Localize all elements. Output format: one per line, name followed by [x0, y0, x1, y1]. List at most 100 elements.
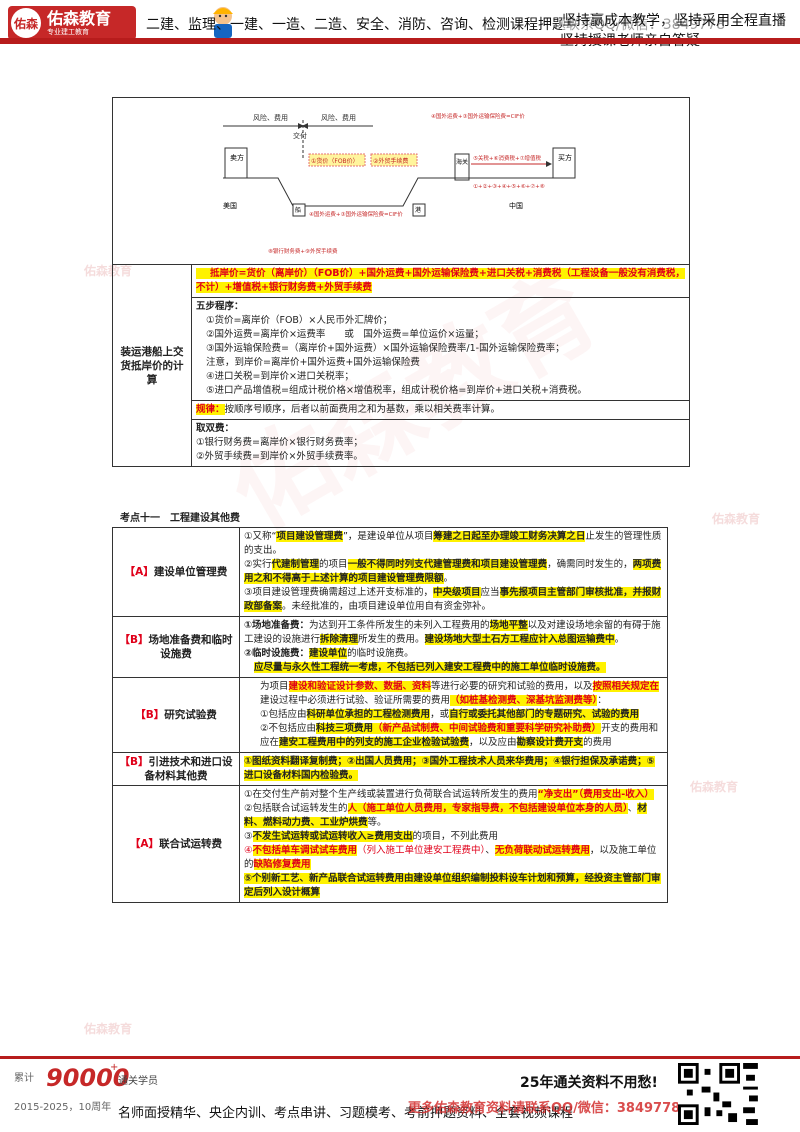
country-label: 中国: [509, 201, 523, 210]
cost-name: 研究试验费: [164, 709, 217, 721]
text: （新产品试制费、中间试验费和重要科学研究补助费）: [373, 723, 602, 734]
diagram-note: ⑤关税+⑥消费税+⑦增值税: [473, 154, 542, 162]
landed-price-formula: 抵岸价=货价（离岸价）（FOB价）+国外运费+国外运输保险费+进口关税+消费税（…: [196, 268, 685, 293]
text: 的费用: [583, 737, 612, 748]
text: 建安工程费用中的列支的施工企业检验试验费: [279, 737, 470, 748]
buyer-label: 买方: [558, 153, 572, 162]
text: ⑤个别新工艺、新产品联合试运转费用由建设单位组织编制投料设车计划和预算，经投资主…: [244, 873, 661, 898]
text: ①在交付生产前对整个生产线或装置进行负荷联合试运转所发生的费用: [244, 789, 538, 800]
text: 、: [485, 845, 495, 856]
footer-divider: [0, 1056, 800, 1059]
text: 建设场地大型土石方工程应计入总图运输费中: [424, 634, 615, 645]
cost-label-cell: 【B】研究试验费: [112, 677, 240, 753]
text: 止发生的管理性质的支出。: [244, 531, 662, 556]
ship-label: 船: [295, 206, 301, 214]
level-tag: 【A】: [129, 838, 160, 850]
header-divider: [0, 38, 800, 44]
text: 的项目，不列此费用: [412, 831, 499, 842]
text: ②实行: [244, 559, 272, 570]
double-fee-item: ①银行财务费=离岸价×银行财务费率；: [196, 437, 363, 448]
logo-mark: 佑森: [11, 8, 41, 38]
diagram-note: ④国外运费+③国外运输保险费=CIF价: [431, 112, 525, 120]
text: 缺陷修复费用: [253, 859, 311, 870]
text: ，或: [430, 709, 450, 720]
diagram-label: 风险、费用: [321, 113, 356, 122]
cost-detail-cell: ①场地准备费：为达到开工条件所发生的未列入工程费用的场地平整以及对建设场地余留的…: [239, 616, 668, 678]
text: 中央级项目: [433, 587, 481, 598]
text: 的临时设施费。: [347, 648, 414, 659]
text: ：: [597, 695, 607, 706]
row-label: 装运港船上交货抵岸价的计算: [112, 264, 192, 467]
text: 应当: [480, 587, 500, 598]
double-fee-item: ②外贸手续费=到岸价×外贸手续费率。: [196, 451, 363, 462]
text: 建设单位: [309, 648, 348, 659]
customs-label: 海关: [456, 158, 468, 166]
text: 、: [627, 803, 638, 814]
text: 承担的工程检测费用: [344, 709, 431, 720]
brand-logo: 佑森 佑森教育 专业建工教育: [8, 6, 136, 40]
text: ①又称“: [244, 531, 277, 542]
step-item: 注意，到岸价=离岸价+国外运费+国外运输保险费: [206, 357, 420, 368]
watermark-small: 佑森教育: [712, 512, 761, 526]
text: 以及对建设场地余留的有碍于施工建设的设施进行: [244, 620, 661, 645]
fee-box: ②外贸手续费: [373, 157, 408, 165]
cost-label-cell: 【A】建设单位管理费: [112, 527, 240, 617]
text: ③项目建设管理费确需超过上述开支标准的，: [244, 587, 434, 598]
text: 一般不得同时列支代建管理费和项目建设管理费: [347, 559, 548, 570]
seller-label: 卖方: [230, 153, 244, 162]
footer-courses: 名师面授精华、央企内训、考点串讲、习题模考、考前押题资料、全套视频课程: [118, 1106, 574, 1121]
cost-name: 建设单位管理费: [153, 566, 228, 578]
rule-cell: 规律：按顺序号顺序，后者以前面费用之和为基数，乘以相关费率计算。: [191, 400, 690, 420]
text: “净支出”（费用支出-收入）: [537, 789, 654, 800]
steps-cell: 五步程序： ①货价=离岸价（FOB）×人民币外汇牌价； ②国外运费=离岸价×运费…: [191, 297, 690, 401]
text: 筹建之日起至办理竣工财务决算之日: [433, 531, 586, 542]
cost-detail-cell: 为项目建设和验证设计参数、数据、资料等进行必要的研究和试验的费用，以及按照相关规…: [239, 677, 668, 753]
text: ”，是建设单位从项目: [342, 531, 434, 542]
footer-contact: 更多佑森教育资料请联系QQ/微信：3849778: [408, 1101, 681, 1116]
text: 开支的费用和应在: [260, 723, 659, 748]
cost-label-cell: 【B】场地准备费和临时设施费: [112, 616, 240, 678]
text: 。: [614, 634, 625, 645]
footer-stat-plus: +: [110, 1062, 119, 1073]
footer-stat-number: 90000: [46, 1064, 130, 1092]
cif-table: 风险、费用 交付 风险、费用 卖方 美国 船 港 ①货价（FOB价） ②外贸手续…: [112, 97, 690, 467]
text: 应尽量与永久性工程统一考虑，不包括已列入建安工程费中的施工单位临时设施费。: [254, 662, 606, 673]
diagram-note: ⑧银行财务费+⑨外贸手续费: [268, 247, 338, 255]
step-item: ①货价=离岸价（FOB）×人民币外汇牌价；: [206, 315, 393, 326]
text: 科技三项费用: [316, 723, 374, 734]
level-tag: 【B】: [119, 634, 149, 646]
port-label: 港: [415, 206, 421, 214]
text: 自行或委托其他部门的专题研究、试验的费用: [449, 709, 640, 720]
watermark-small: 佑森教育: [84, 1022, 133, 1036]
steps-title: 五步程序：: [196, 301, 244, 312]
double-fee-cell: 取双费： ①银行财务费=离岸价×银行财务费率； ②外贸手续费=到岸价×外贸手续费…: [191, 419, 690, 467]
text: ②不包括应由: [260, 723, 317, 734]
rule-label: 规律：: [196, 404, 225, 415]
import-flow-diagram: 风险、费用 交付 风险、费用 卖方 美国 船 港 ①货价（FOB价） ②外贸手续…: [112, 97, 690, 265]
diagram-label: 交付: [293, 131, 307, 140]
text: 。未经批准的，由项目建设单位用自有资金弥补。: [282, 601, 492, 612]
text: 等进行必要的研究和试验的费用，以及: [431, 681, 593, 692]
header-slogan-1: 坚持赢成本教学，坚持采用全程直播: [562, 10, 786, 30]
other-costs-table: 【A】建设单位管理费 ①又称“项目建设管理费”，是建设单位从项目筹建之日起至办理…: [112, 527, 668, 903]
flow-diagram-svg: 风险、费用 交付 风险、费用 卖方 美国 船 港 ①货价（FOB价） ②外贸手续…: [223, 112, 576, 255]
text: （列入施工单位建安工程费中）: [357, 845, 486, 856]
text: 科研单位: [306, 709, 345, 720]
text: ①包括应由: [260, 709, 307, 720]
text: 人（施工单位人员费用，专家指导费，不包括建设单位本身的人员）: [347, 803, 628, 814]
footer-stat-prefix: 累计: [14, 1073, 34, 1084]
text: 所发生的费用。: [358, 634, 425, 645]
diagram-note: ④国外运费+③国外运输保险费=CIF价: [309, 210, 403, 218]
text: 为达到开工条件所发生的未列入工程费用的: [309, 620, 490, 631]
diagram-label: 风险、费用: [253, 113, 288, 122]
logo-tagline: 专业建工教育: [47, 27, 89, 36]
text: 项目建设管理费: [276, 531, 343, 542]
logo-name: 佑森教育: [47, 8, 112, 28]
qr-code-icon: [678, 1063, 740, 1125]
text: ①场地准备费：: [244, 620, 310, 631]
section-title: 考点十一 工程建设其他费: [120, 513, 240, 524]
fob-box: ①货价（FOB价）: [311, 157, 359, 165]
text: 。: [443, 573, 454, 584]
cost-name: 场地准备费和临时设施费: [148, 634, 233, 660]
text: （如桩基检测费、深基坑监测费等）: [450, 695, 598, 706]
